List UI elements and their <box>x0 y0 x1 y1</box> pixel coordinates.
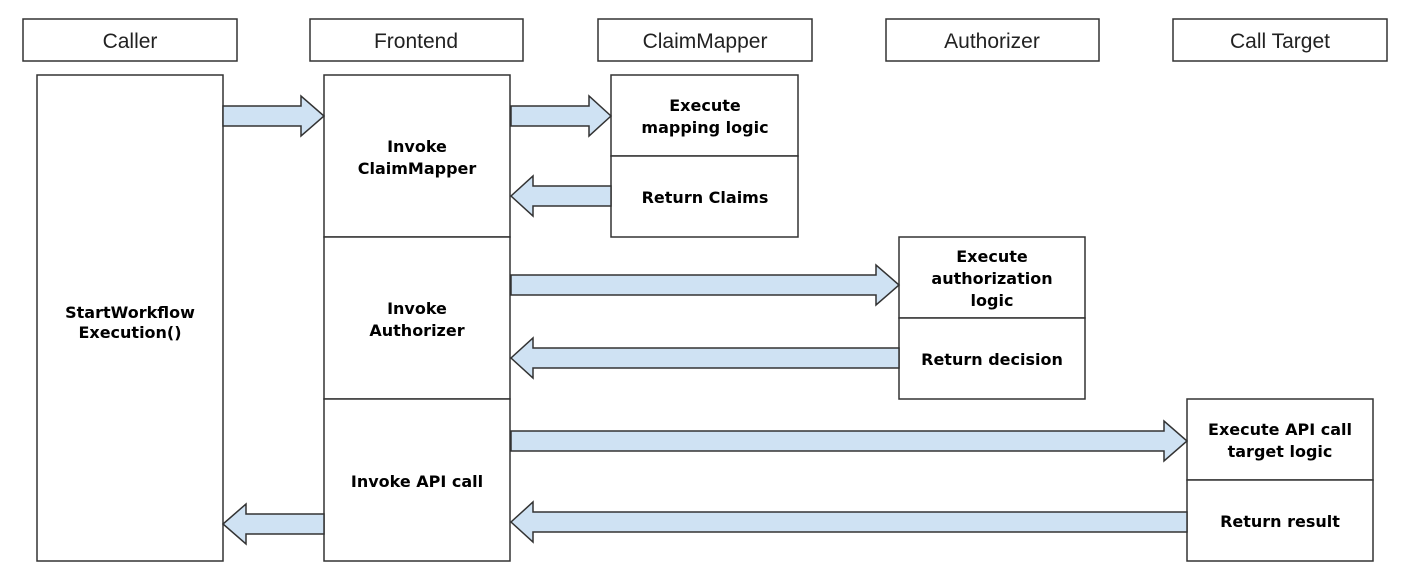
arrow-call-target-to-frontend <box>509 500 1188 544</box>
claim-mapper-execute-box: Execute mapping logic <box>610 74 799 157</box>
header-call-target: Call Target <box>1172 18 1388 62</box>
frontend-authorizer-line1: Invoke <box>387 299 447 318</box>
caller-label-line2: Execution() <box>78 323 181 342</box>
header-frontend-label: Frontend <box>374 30 458 53</box>
call-target-return-line1: Return result <box>1220 512 1340 531</box>
authorizer-execute-line2: authorization <box>931 269 1052 288</box>
frontend-box-authorizer: Invoke Authorizer <box>323 236 511 400</box>
header-authorizer-label: Authorizer <box>944 30 1040 53</box>
header-claim-mapper: ClaimMapper <box>597 18 813 62</box>
header-authorizer: Authorizer <box>885 18 1100 62</box>
header-call-target-label: Call Target <box>1230 30 1330 53</box>
authorizer-execute-line1: Execute <box>956 247 1028 266</box>
header-caller-label: Caller <box>103 30 158 53</box>
authorizer-execute-box: Execute authorization logic <box>898 236 1086 319</box>
arrow-frontend-to-call-target <box>510 419 1189 463</box>
frontend-api-call-line1: Invoke API call <box>351 472 483 491</box>
arrow-frontend-to-claim-mapper <box>510 94 613 138</box>
frontend-box-api-call: Invoke API call <box>323 398 511 562</box>
call-target-execute-line2: target logic <box>1228 442 1333 461</box>
frontend-claim-mapper-line2: ClaimMapper <box>358 159 477 178</box>
caller-activation-box: StartWorkflow Execution() <box>36 74 224 562</box>
arrow-claim-mapper-to-frontend <box>509 174 612 218</box>
claim-mapper-return-box: Return Claims <box>610 155 799 238</box>
frontend-authorizer-line2: Authorizer <box>369 321 464 340</box>
authorizer-execute-line3: logic <box>971 291 1014 310</box>
arrow-authorizer-to-frontend <box>509 336 900 380</box>
frontend-claim-mapper-line1: Invoke <box>387 137 447 156</box>
claim-mapper-return-line1: Return Claims <box>642 188 769 207</box>
call-target-return-box: Return result <box>1186 479 1374 562</box>
header-claim-mapper-label: ClaimMapper <box>643 30 768 53</box>
claim-mapper-execute-line1: Execute <box>669 96 741 115</box>
header-caller: Caller <box>22 18 238 62</box>
frontend-box-claim-mapper: Invoke ClaimMapper <box>323 74 511 238</box>
authorizer-return-box: Return decision <box>898 317 1086 400</box>
call-target-execute-box: Execute API call target logic <box>1186 398 1374 481</box>
call-target-execute-line1: Execute API call <box>1208 420 1352 439</box>
claim-mapper-execute-line2: mapping logic <box>641 118 768 137</box>
arrow-frontend-to-authorizer <box>510 263 901 307</box>
arrow-frontend-to-caller <box>221 502 325 546</box>
authorizer-return-line1: Return decision <box>921 350 1063 369</box>
caller-label-line1: StartWorkflow <box>65 303 195 322</box>
arrow-caller-to-frontend <box>222 94 326 138</box>
header-frontend: Frontend <box>309 18 524 62</box>
